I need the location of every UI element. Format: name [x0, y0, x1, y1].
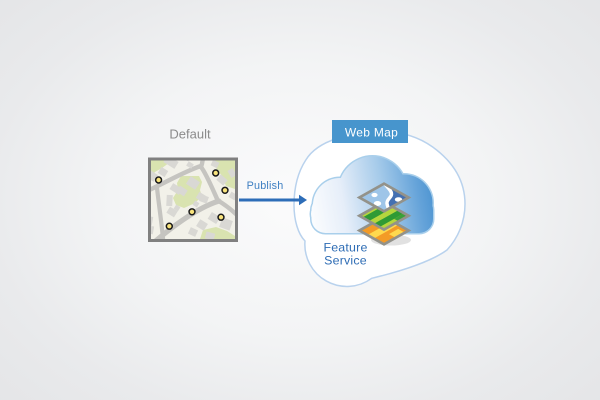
svg-text:Service: Service [324, 254, 367, 268]
svg-text:Web Map: Web Map [345, 126, 398, 140]
svg-text:Default: Default [169, 127, 211, 142]
svg-text:Feature: Feature [323, 241, 367, 255]
svg-text:Publish: Publish [247, 180, 284, 192]
